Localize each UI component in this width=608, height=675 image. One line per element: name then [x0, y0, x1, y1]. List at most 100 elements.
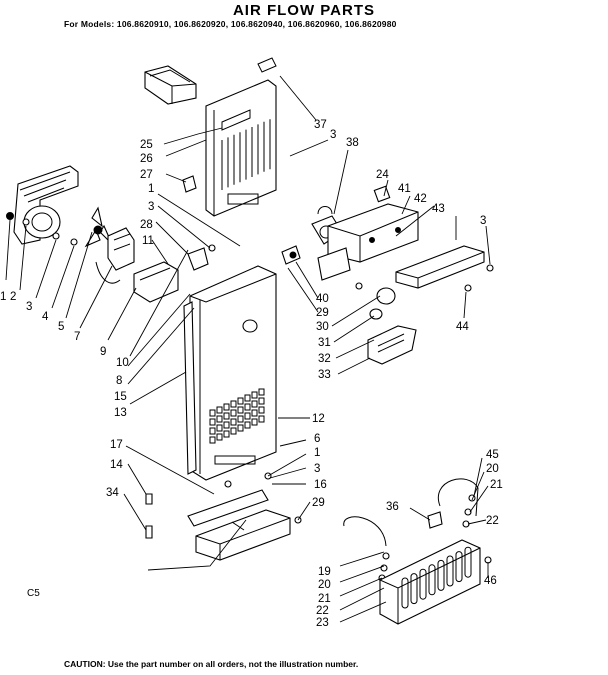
callout-number: 25: [140, 139, 153, 151]
callout-number: 22: [316, 605, 329, 617]
callout-number: 20: [486, 463, 499, 475]
callout-number: 38: [346, 137, 359, 149]
grille-slot: [230, 400, 237, 408]
callout-number: 3: [314, 463, 320, 475]
callout-number: 10: [116, 357, 129, 369]
grille-slot: [258, 397, 265, 405]
callout-number: 15: [114, 391, 127, 403]
callout-number: 21: [490, 479, 503, 491]
grille-slot: [230, 409, 237, 417]
callout-number: 1: [0, 291, 6, 303]
mounting-bracket-part: [395, 245, 494, 292]
callout-number: 29: [312, 497, 325, 509]
callout-number: 30: [316, 321, 329, 333]
evaporator-cover-part: [189, 265, 277, 481]
callout-number: 3: [330, 129, 336, 141]
tray-rib: [446, 555, 454, 587]
tray-rib: [437, 559, 445, 591]
callout-number: 44: [456, 321, 469, 333]
tray-rib: [410, 573, 418, 605]
grille-slot: [230, 418, 237, 426]
drain-trough-part: [187, 472, 302, 561]
callout-number: 8: [116, 375, 122, 387]
callout-number: 6: [314, 433, 320, 445]
callout-number: 22: [486, 515, 499, 527]
callout-number: 21: [318, 593, 331, 605]
grille-slot: [258, 388, 265, 396]
callout-number: 1: [148, 183, 154, 195]
callout-number: 43: [432, 203, 445, 215]
gasket-strip-part: [183, 301, 197, 475]
grille-slot: [237, 424, 244, 432]
callout-number: 40: [316, 293, 329, 305]
grille-slot: [223, 412, 230, 420]
grille-slot: [216, 415, 223, 423]
screw-part: [355, 282, 363, 290]
grille-slot: [258, 415, 265, 423]
callout-number: 45: [486, 449, 499, 461]
grille-slot: [209, 427, 216, 435]
callout-number: 23: [316, 617, 329, 629]
callout-number: 34: [106, 487, 119, 499]
callout-number: 4: [42, 311, 49, 323]
callout-number: 3: [480, 215, 486, 227]
leader-lines: [5, 75, 491, 623]
callout-number: 9: [100, 346, 106, 358]
tray-rib: [464, 546, 472, 578]
grille-slot: [258, 406, 265, 414]
caution-note: CAUTION: Use the part number on all orde…: [64, 659, 359, 669]
callout-number: 12: [312, 413, 325, 425]
grille-slot: [244, 421, 251, 429]
callout-number: 13: [114, 407, 127, 419]
callout-number: 41: [398, 183, 411, 195]
grille-slot: [251, 391, 258, 399]
fan-motor-part: [95, 227, 135, 284]
callout-number: 11: [142, 235, 154, 247]
callout-number: 33: [318, 369, 331, 381]
callout-number: 29: [316, 307, 329, 319]
grille-slot: [209, 409, 216, 417]
diagram-code: C5: [27, 588, 40, 599]
grille-slot: [223, 403, 230, 411]
tray-rib: [455, 551, 463, 583]
callout-number: 32: [318, 353, 331, 365]
grille-slot: [223, 421, 230, 429]
motor-bracket-part: [133, 244, 216, 303]
control-housing-part: [317, 185, 419, 281]
callout-number: 37: [314, 119, 327, 131]
clip-part: [182, 175, 197, 193]
callout-number: 7: [74, 331, 80, 343]
tray-rib: [428, 564, 436, 596]
callout-number: 20: [318, 579, 331, 591]
grille-slot: [223, 430, 230, 438]
tray-rib: [419, 568, 427, 600]
page-title: AIR FLOW PARTS: [232, 2, 376, 19]
ice-tray-part: [379, 539, 492, 625]
control-knob-part: [367, 287, 417, 365]
grille-slot: [251, 418, 258, 426]
callout-number: 17: [110, 439, 123, 451]
grille-slot: [209, 418, 216, 426]
blower-housing-part: [13, 165, 79, 245]
callout-number: 5: [58, 321, 64, 333]
models-line: For Models: 106.8620910, 106.8620920, 10…: [64, 19, 397, 29]
callout-number: 2: [10, 291, 16, 303]
callout-number: 19: [318, 566, 331, 578]
grille-slot: [244, 403, 251, 411]
callout-number: 31: [318, 337, 331, 349]
grille-slot: [216, 424, 223, 432]
callout-number: 1: [314, 447, 320, 459]
callout-number: 36: [386, 501, 399, 513]
callout-number: 42: [414, 193, 427, 205]
callout-number: 3: [26, 301, 32, 313]
rear-louver-panel: [205, 57, 277, 217]
callout-number: 14: [110, 459, 123, 471]
tray-rib: [401, 577, 409, 609]
grille-slot: [237, 397, 244, 405]
grille-slot: [230, 427, 237, 435]
callout-number: 16: [314, 479, 327, 491]
grille-slot: [244, 412, 251, 420]
